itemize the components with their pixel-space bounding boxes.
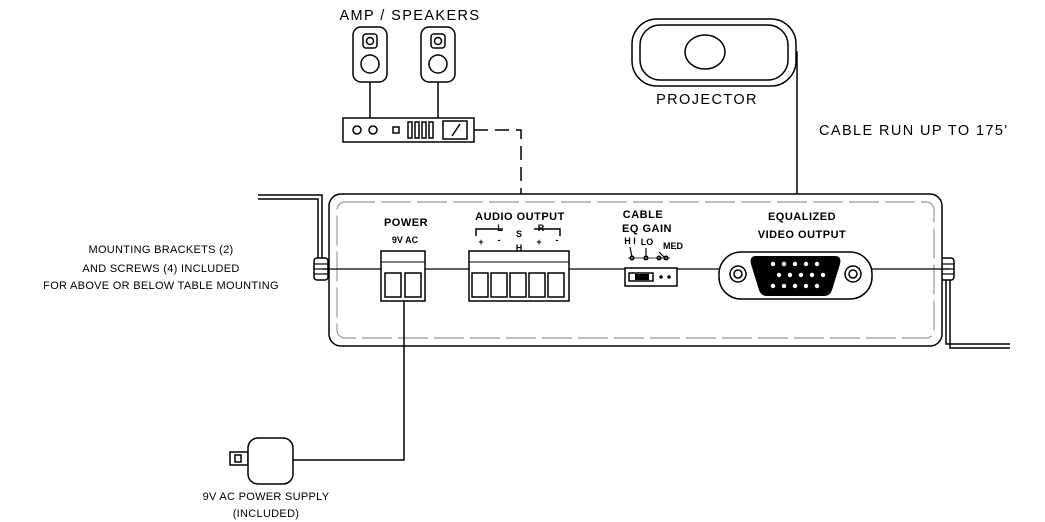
- psu-label-line2: (INCLUDED): [233, 508, 300, 520]
- audio-r-label: R: [538, 223, 545, 233]
- audio-h-label: H: [516, 243, 523, 253]
- audio-output-label: AUDIO OUTPUT: [475, 211, 565, 223]
- speaker-right: [420, 26, 456, 83]
- audio-plus-r-label: +: [536, 237, 541, 247]
- audio-minus-l-label: -: [498, 235, 501, 245]
- audio-cable-dashed: [474, 129, 522, 212]
- eq-switch-symbol: [628, 246, 670, 261]
- mounting-note-line1: MOUNTING BRACKETS (2): [88, 244, 233, 256]
- audio-l-label: L: [497, 223, 503, 233]
- mounting-screw-left: [313, 257, 329, 281]
- eq-lo-label: LO: [641, 237, 654, 247]
- audio-bracket-left: [475, 228, 503, 236]
- audio-s-label: S: [516, 229, 522, 239]
- psu-label-line1: 9V AC POWER SUPPLY: [203, 491, 330, 503]
- eq-med-label: MED: [663, 241, 684, 251]
- mounting-note-line3: FOR ABOVE OR BELOW TABLE MOUNTING: [43, 280, 279, 292]
- power-cable: [292, 301, 405, 461]
- speaker-left: [352, 26, 388, 83]
- audio-bracket-right: [534, 228, 561, 236]
- video-output-label: VIDEO OUTPUT: [758, 229, 847, 241]
- audio-minus-r-label: -: [556, 235, 559, 245]
- eq-gain-switch[interactable]: [624, 267, 678, 287]
- projector: [631, 18, 797, 87]
- cable-run-label: CABLE RUN UP TO 175': [819, 123, 1009, 139]
- power-9vac-label: 9V AC: [392, 235, 419, 245]
- mounting-bracket-right: [949, 268, 1010, 349]
- mounting-note-line2: AND SCREWS (4) INCLUDED: [82, 263, 239, 275]
- amp-speakers-label: AMP / SPEAKERS: [339, 8, 480, 24]
- audio-terminal: [468, 250, 570, 302]
- equalized-label: EQUALIZED: [768, 211, 836, 223]
- eq-gain-label: EQ GAIN: [622, 223, 672, 235]
- amplifier: [342, 117, 475, 143]
- cable-label: CABLE: [623, 209, 663, 221]
- power-label: POWER: [384, 217, 428, 229]
- mounting-bracket-left: [258, 194, 323, 268]
- audio-plus-l-label: +: [478, 237, 483, 247]
- power-supply: [229, 437, 294, 485]
- eq-hi-label: H I: [624, 236, 636, 246]
- power-terminal: [380, 250, 426, 302]
- projector-label: PROJECTOR: [656, 92, 758, 108]
- vga-connector: [718, 251, 873, 300]
